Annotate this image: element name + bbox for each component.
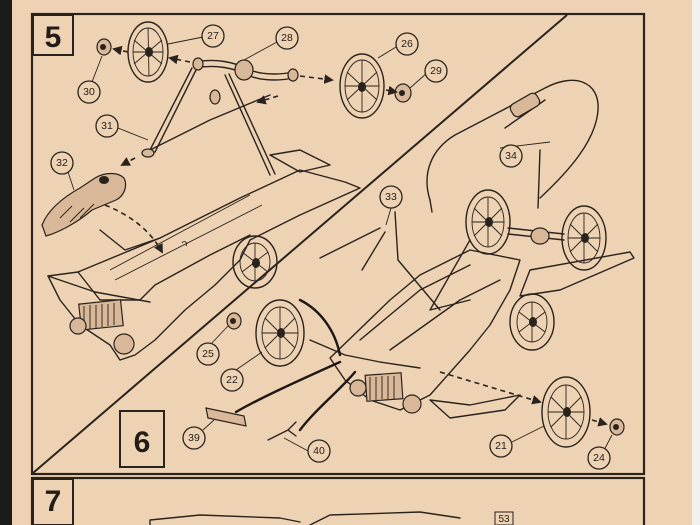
step-5-label: 5 [32,14,74,56]
svg-text:30: 30 [83,86,95,98]
svg-text:33: 33 [385,191,397,203]
crank-40 [267,370,357,441]
callout-leaders [67,36,613,453]
callout-33: 33 [379,185,403,209]
svg-text:21: 21 [495,440,507,452]
callout-29: 29 [424,59,448,83]
running-board [519,251,635,297]
radiator-shell-32 [41,172,163,254]
rods-33 [319,211,471,311]
rear-axle-assembly [465,189,607,271]
svg-text:32: 32 [56,157,68,169]
hubcap-25 [226,312,242,330]
arrow-wheel-to-hubcap-30 [112,45,129,56]
scan-edge-left [0,0,12,525]
wheel-26 [339,53,385,119]
callout-30: 30 [77,80,101,104]
radius-rods-31 [120,67,279,176]
wheel-22 [255,299,305,367]
svg-text:22: 22 [226,374,238,386]
svg-text:6: 6 [134,426,151,459]
svg-text:25: 25 [202,348,214,360]
leader-wheel-22 [298,298,342,357]
svg-text:5: 5 [45,21,62,54]
callout-40: 40 [307,439,331,463]
hubcap-24 [609,418,625,436]
hubcap-30 [96,38,112,56]
chassis-step-5 [47,149,361,361]
callout-28: 28 [275,26,299,50]
callout-39: 39 [182,426,206,450]
svg-text:24: 24 [593,452,605,464]
svg-text:34: 34 [505,150,517,162]
steps-5-6-frame [30,12,646,476]
svg-text:31: 31 [101,120,113,132]
svg-text:28: 28 [281,32,293,44]
callout-25: 25 [196,342,220,366]
step-7-label: 7 [32,478,74,525]
bumper-39 [205,360,342,427]
arrow-axle-to-wheel-27 [168,54,191,65]
wheel-27 [127,21,169,83]
part-label-53: 53 [498,514,510,525]
wheel-21 [541,376,591,448]
callout-27: 27 [201,24,225,48]
svg-text:7: 7 [45,485,62,518]
scan-edge-right [692,0,700,525]
step-7-partial-drawing: 53 [149,511,514,525]
svg-text:40: 40 [313,445,325,457]
svg-text:29: 29 [430,65,442,77]
front-axle-assembly [192,57,299,82]
svg-text:26: 26 [401,38,413,50]
arrow-to-hubcap-24 [591,417,608,427]
arrow-axle-to-wheel-26 [299,74,334,84]
hubcap-29 [394,83,412,103]
diagonal-divider [32,14,568,474]
step-7-frame [30,476,646,525]
callout-32: 32 [50,151,74,175]
arrow-to-wheel-21 [439,371,542,405]
callout-31: 31 [95,114,119,138]
chassis-step-6 [309,249,555,419]
arrow-wheel-to-hubcap-29 [385,85,398,96]
callout-24: 24 [587,446,611,470]
steering-rod-34 [426,79,599,213]
svg-text:39: 39 [188,432,200,444]
step-6-label: 6 [119,410,165,468]
callout-34: 34 [499,144,523,168]
callout-22: 22 [220,368,244,392]
callout-26: 26 [395,32,419,56]
svg-text:27: 27 [207,30,219,42]
callout-21: 21 [489,434,513,458]
